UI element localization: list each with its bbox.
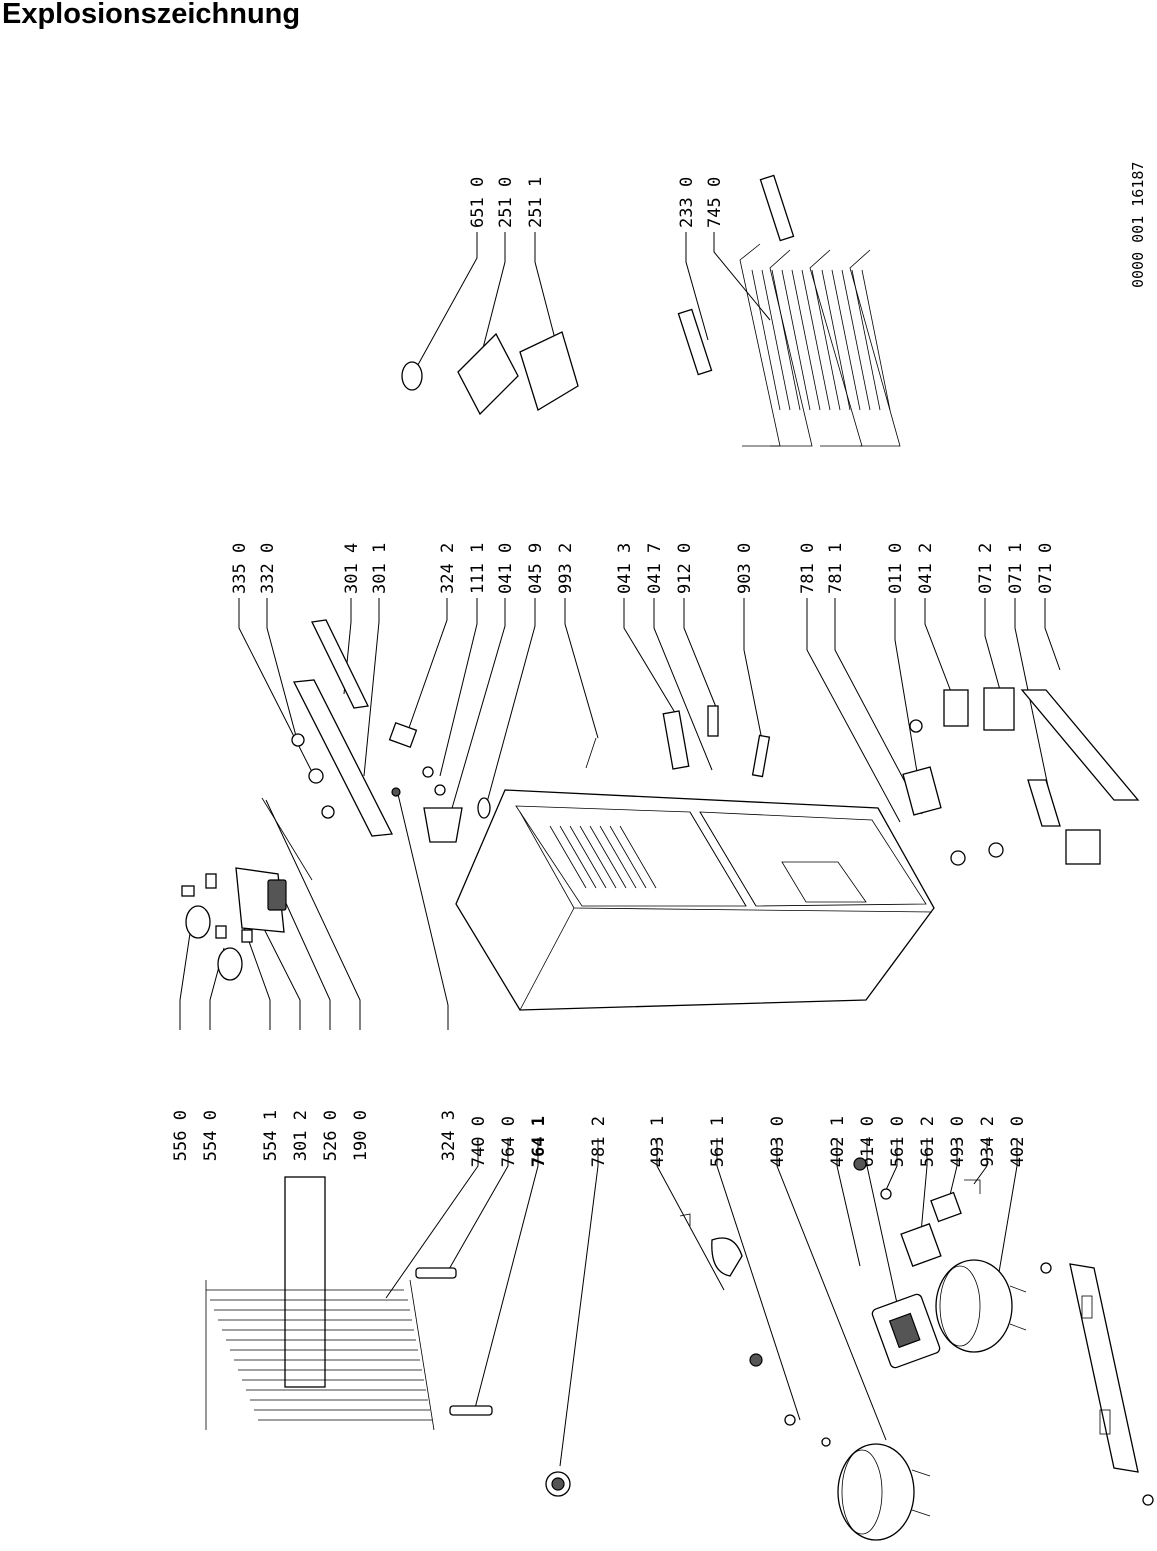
part-label: 764 1 (529, 1116, 549, 1167)
part-label: 111 1 (468, 543, 488, 594)
part-label: 561 1 (708, 1116, 728, 1167)
part-label: 614 0 (858, 1116, 878, 1167)
part-label: 781 0 (798, 543, 818, 594)
shelf-wire-racks (677, 174, 901, 447)
page-title: Explosionszeichnung (2, 0, 301, 30)
part-label: 402 1 (828, 1116, 848, 1167)
part-label: 041 2 (916, 543, 936, 594)
part-label: 403 0 (768, 1116, 788, 1167)
part-label: 301 4 (342, 543, 362, 594)
part-label: 493 0 (948, 1116, 968, 1167)
part-label: 912 0 (675, 543, 695, 594)
shelf-rod (261, 797, 313, 881)
part-label: 903 0 (735, 543, 755, 594)
part-label: 934 2 (978, 1116, 998, 1167)
part-label: 764 0 (499, 1116, 519, 1167)
part-label: 301 1 (370, 543, 390, 594)
overload-protector (900, 1191, 962, 1267)
part-label: 740 0 (469, 1116, 489, 1167)
labels-middle: 335 0 332 0 301 4 301 1 324 2 111 1 041 0 045 9… (230, 543, 1056, 594)
lamp-and-cover (401, 331, 579, 416)
part-label: 781 1 (826, 543, 846, 594)
hinge-and-bracket-parts (388, 687, 1140, 866)
part-label: 335 0 (230, 543, 250, 594)
part-label: 190 0 (351, 1110, 371, 1161)
part-label: 045 9 (526, 543, 546, 594)
control-panel (291, 619, 401, 837)
fan-motor (545, 1471, 571, 1497)
part-label: 993 2 (556, 543, 576, 594)
part-label: 493 1 (648, 1116, 668, 1167)
small-fittings (679, 1157, 981, 1447)
part-label: 561 0 (888, 1116, 908, 1167)
part-label: 554 0 (201, 1110, 221, 1161)
part-label: 781 2 (589, 1116, 609, 1167)
starter-relay (871, 1293, 941, 1369)
part-label: 011 0 (886, 543, 906, 594)
part-label: 745 0 (705, 177, 725, 228)
part-label: 554 1 (261, 1110, 281, 1161)
part-label: 041 7 (645, 543, 665, 594)
part-label: 324 2 (438, 543, 458, 594)
document-id: 0000 001 16187 (1129, 162, 1147, 288)
part-label: 251 0 (496, 177, 516, 228)
part-label: 402 0 (1008, 1116, 1028, 1167)
part-label: 332 0 (258, 543, 278, 594)
part-label: 041 3 (615, 543, 635, 594)
part-label: 526 0 (321, 1110, 341, 1161)
labels-top-right: 651 0 251 0 251 1 233 0 745 0 (468, 177, 725, 228)
thermostat-assembly (181, 867, 287, 981)
compressor-left (837, 1443, 931, 1541)
compressor-right (935, 1259, 1027, 1353)
part-label: 233 0 (677, 177, 697, 228)
part-label: 556 0 (171, 1110, 191, 1161)
compressor-mounting-plate (1040, 1262, 1154, 1506)
condenser-coil (205, 1176, 435, 1431)
part-label: 071 0 (1036, 543, 1056, 594)
part-label: 041 0 (496, 543, 516, 594)
part-label: 324 3 (439, 1110, 459, 1161)
part-label: 071 1 (1006, 543, 1026, 594)
part-label: 651 0 (468, 177, 488, 228)
labels-left: 556 0 554 0 554 1 301 2 526 0 190 0 324 3 740 0… (171, 1110, 1028, 1167)
part-label: 301 2 (291, 1110, 311, 1161)
filter-dryer (415, 1267, 493, 1416)
cabinet-body (455, 789, 935, 1011)
part-label: 071 2 (976, 543, 996, 594)
part-label: 561 2 (918, 1116, 938, 1167)
part-label: 251 1 (526, 177, 546, 228)
evaporator-fins (549, 825, 657, 889)
